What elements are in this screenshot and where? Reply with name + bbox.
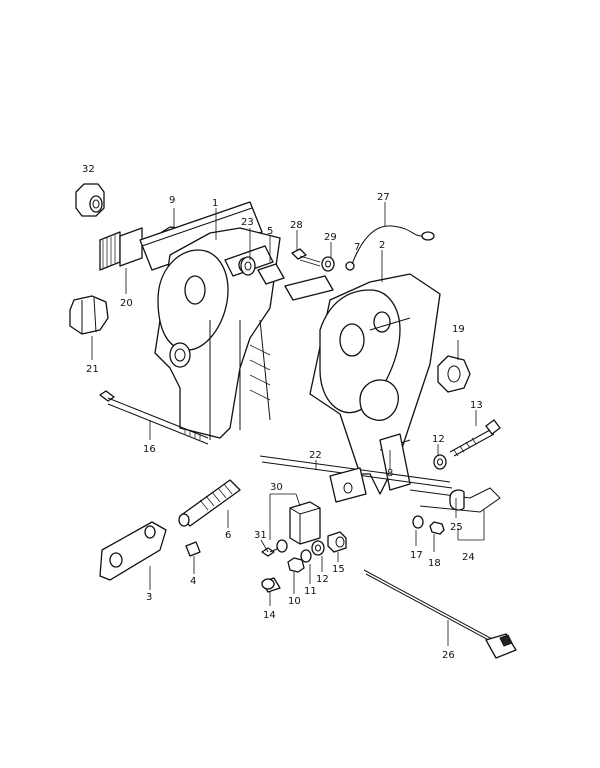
label-18: 18	[428, 558, 441, 569]
part-15-bushing	[327, 531, 347, 553]
label-3: 3	[146, 592, 152, 603]
label-24: 24	[462, 552, 475, 563]
part-26-cable	[363, 569, 517, 659]
label-13: 13	[470, 400, 483, 411]
label-9: 9	[169, 195, 175, 206]
part-30-block	[289, 501, 321, 545]
part-4-pin	[185, 541, 201, 557]
part-8-plate	[329, 467, 367, 503]
label-12-lower: 12	[316, 574, 329, 585]
part-23-washer	[240, 256, 256, 276]
label-28: 28	[290, 220, 303, 231]
part-32-nut	[75, 183, 105, 217]
part-10-nut	[287, 557, 305, 573]
part-5-sleeve	[257, 263, 334, 301]
part-28-bolt	[291, 248, 321, 267]
label-32: 32	[82, 164, 95, 175]
label-15: 15	[332, 564, 345, 575]
label-14: 14	[263, 610, 276, 621]
part-12-washer-lower	[311, 540, 325, 556]
label-4: 4	[190, 576, 196, 587]
label-12-right: 12	[432, 434, 445, 445]
label-16: 16	[143, 444, 156, 455]
part-3-lever-plate	[99, 521, 167, 581]
part-16-long-bolt	[99, 390, 209, 445]
label-1: 1	[212, 198, 218, 209]
part-27-ground-wire	[345, 225, 435, 271]
part-18-nut	[429, 521, 445, 535]
label-5: 5	[267, 226, 273, 237]
part-12-washer-right	[433, 454, 447, 470]
part-17-washer	[412, 515, 424, 529]
label-2: 2	[379, 240, 385, 251]
part-29-washer	[321, 256, 335, 272]
label-20: 20	[120, 298, 133, 309]
label-10: 10	[288, 596, 301, 607]
label-19: 19	[452, 324, 465, 335]
part-labels: 32 9 1 23 5 28 29 7 27 2 20 21 19 16 13 …	[82, 164, 483, 661]
label-26: 26	[442, 650, 455, 661]
part-19-nut	[437, 355, 471, 393]
part-20-thru-shaft	[99, 201, 263, 271]
label-6: 6	[225, 530, 231, 541]
part-13-bolt	[449, 419, 501, 457]
label-29: 29	[324, 232, 337, 243]
part-14-cap	[261, 577, 281, 593]
part-2-right-clamp-bracket	[309, 273, 441, 495]
part-21-nut	[69, 295, 109, 335]
label-11: 11	[304, 586, 317, 597]
part-11-washer	[300, 549, 312, 563]
part-12-washer-upper	[276, 539, 288, 553]
label-30: 30	[270, 482, 283, 493]
part-24-lever-assembly	[409, 487, 501, 513]
label-17: 17	[410, 550, 423, 561]
part-1-left-clamp-bracket	[154, 227, 281, 440]
label-22: 22	[309, 450, 322, 461]
label-27: 27	[377, 192, 390, 203]
part-6-threaded-rod	[178, 479, 241, 527]
label-21: 21	[86, 364, 99, 375]
label-7: 7	[354, 242, 360, 253]
label-31: 31	[254, 530, 267, 541]
leader-lines	[91, 202, 485, 646]
label-23: 23	[241, 217, 254, 228]
label-25: 25	[450, 522, 463, 533]
label-8: 8	[387, 468, 393, 479]
